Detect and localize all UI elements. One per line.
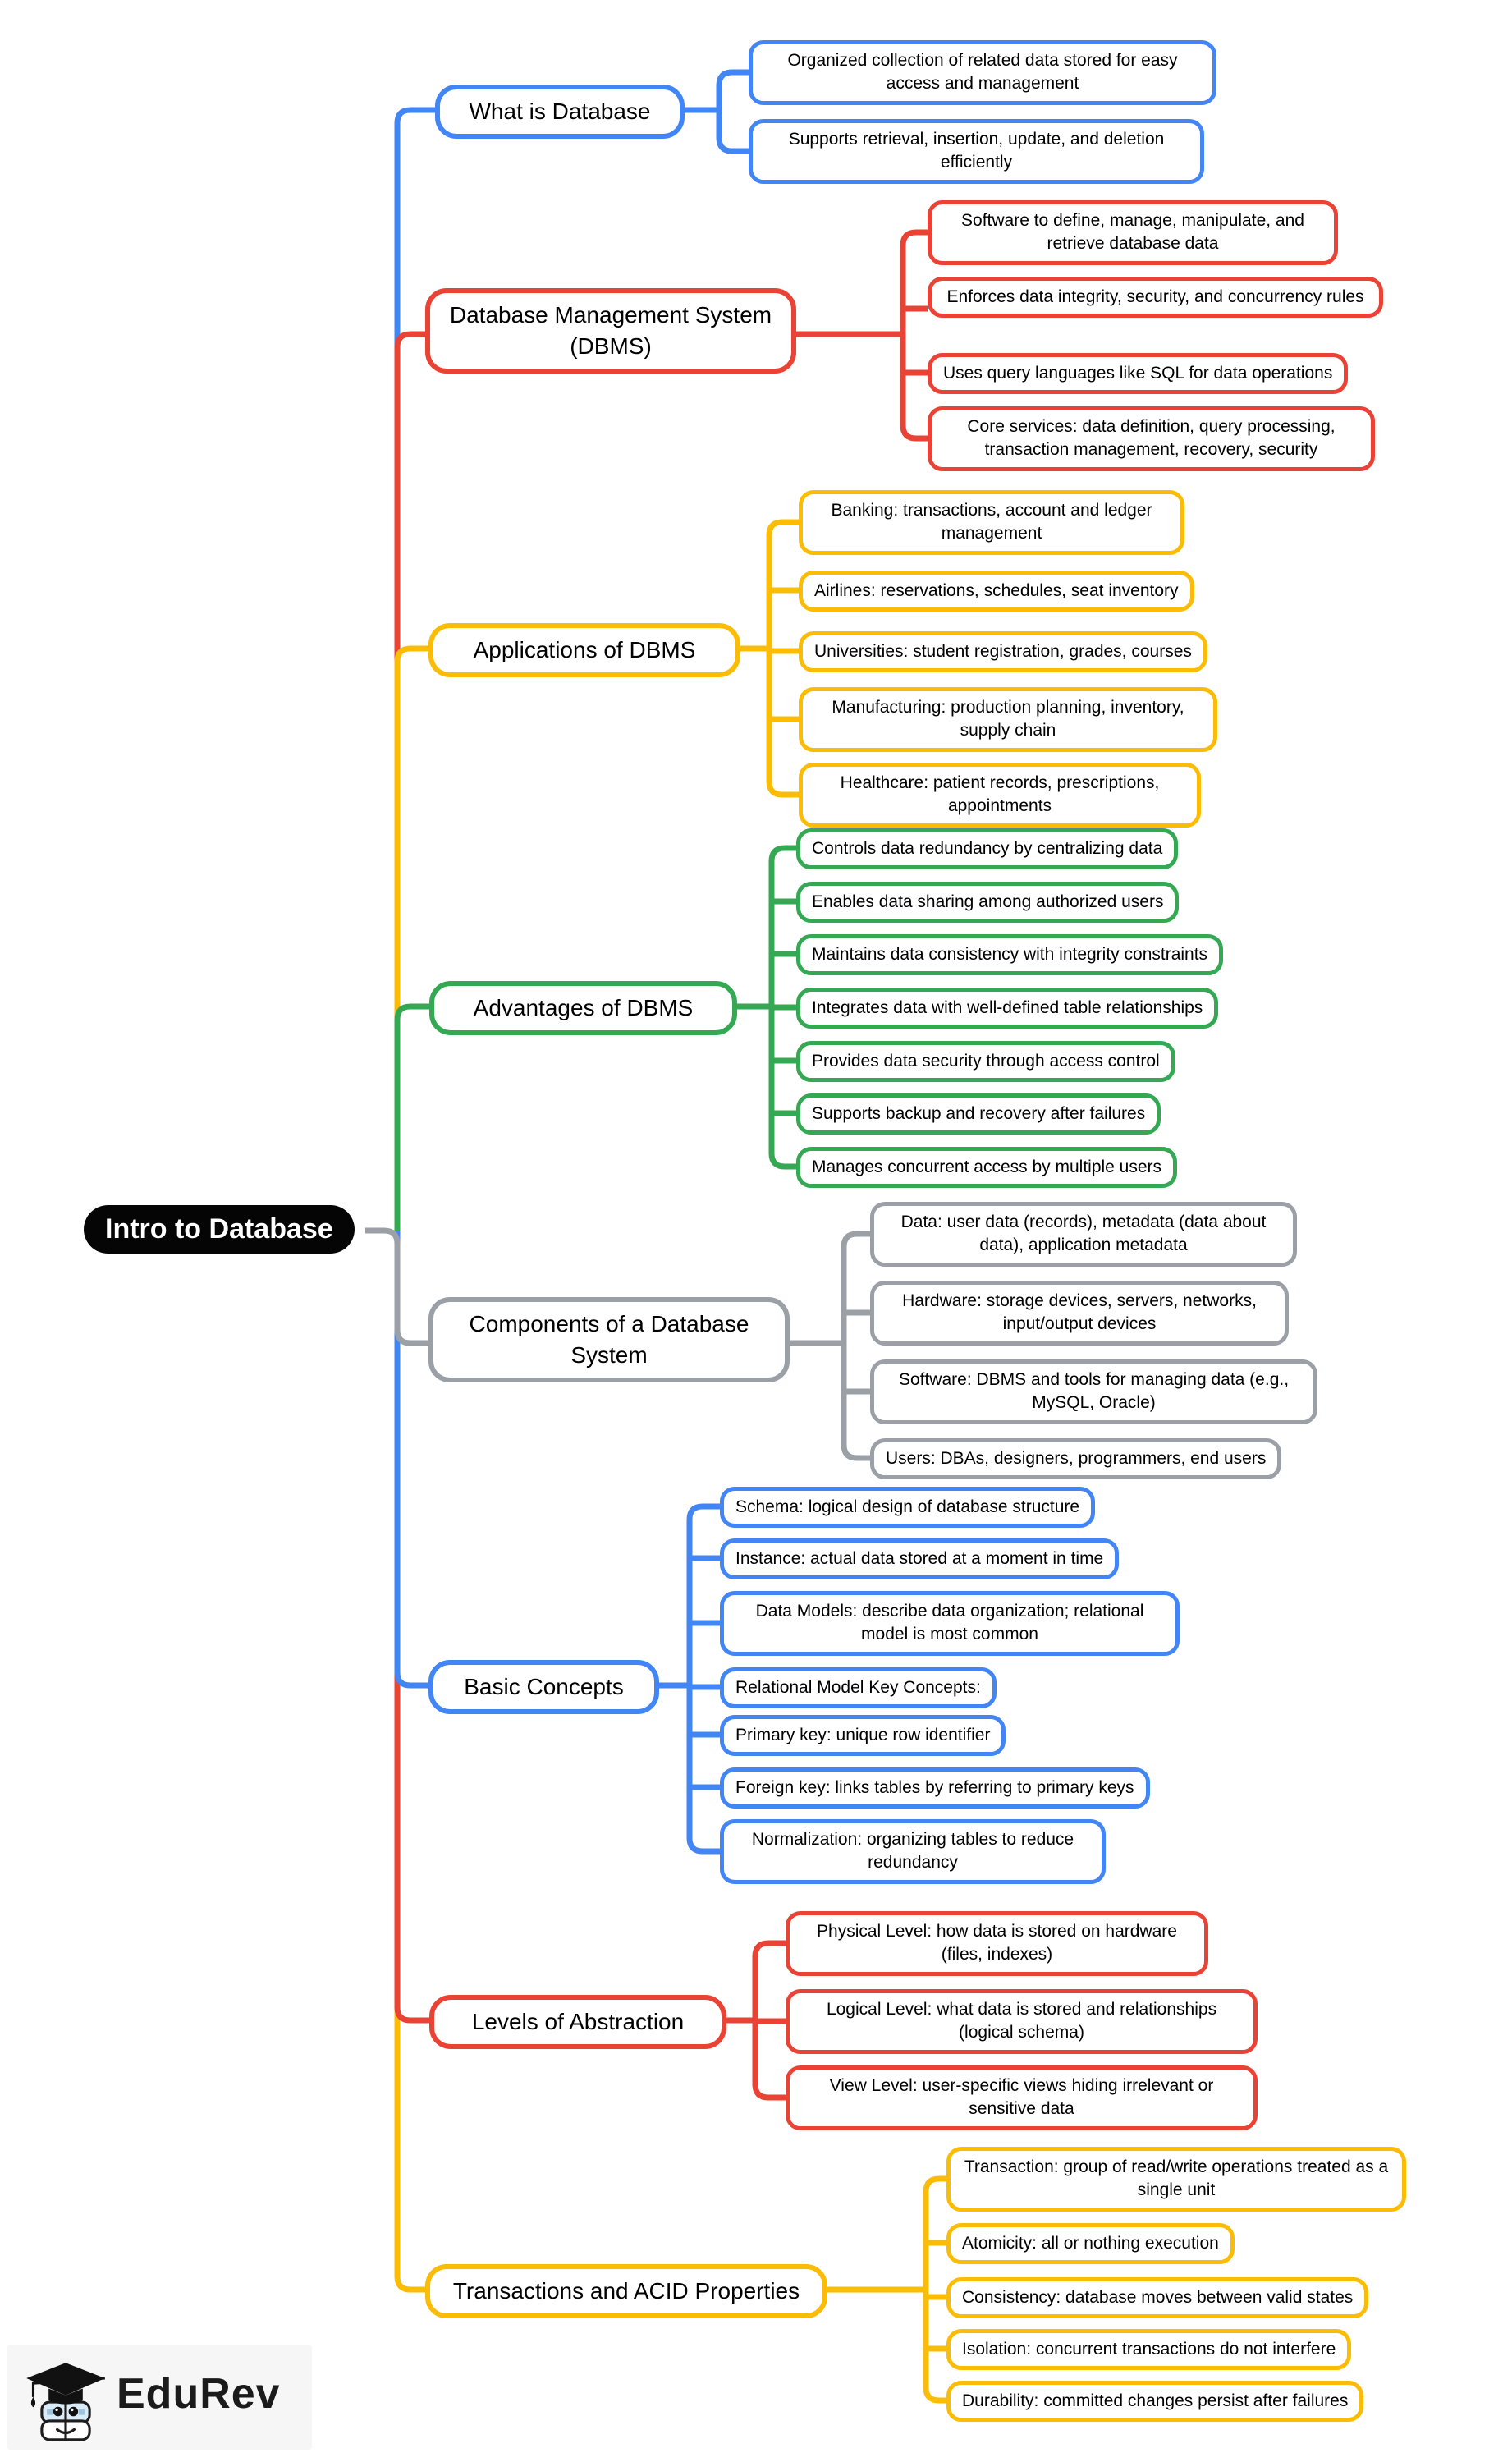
child-node: Integrates data with well-defined table … — [796, 988, 1219, 1029]
child-node: Enforces data integrity, security, and c… — [928, 277, 1383, 319]
child-node: Core services: data definition, query pr… — [928, 406, 1375, 471]
child-node: Supports backup and recovery after failu… — [796, 1093, 1161, 1135]
branch-connectors-applications — [740, 519, 799, 798]
child-node: Data Models: describe data organization;… — [720, 1591, 1180, 1656]
branch-connectors-levels — [726, 1940, 786, 2101]
child-node: Airlines: reservations, schedules, seat … — [799, 571, 1194, 612]
child-node: Primary key: unique row identifier — [720, 1715, 1006, 1757]
child-node: View Level: user-specific views hiding i… — [786, 2065, 1258, 2130]
child-node: Durability: committed changes persist af… — [946, 2381, 1364, 2423]
child-node: Consistency: database moves between vali… — [946, 2277, 1369, 2319]
root-node: Intro to Database — [84, 1205, 355, 1254]
branch-label-transactions: Transactions and ACID Properties — [425, 2264, 827, 2318]
child-node: Maintains data consistency with integrit… — [796, 934, 1224, 976]
branch-label-dbms: Database Management System (DBMS) — [425, 288, 796, 374]
child-node: Foreign key: links tables by referring t… — [720, 1767, 1150, 1809]
child-node: Supports retrieval, insertion, update, a… — [749, 119, 1204, 184]
branch-label-what-is-database: What is Database — [435, 85, 685, 139]
child-node: Provides data security through access co… — [796, 1041, 1175, 1083]
child-node: Manages concurrent access by multiple us… — [796, 1147, 1178, 1189]
child-node: Healthcare: patient records, prescriptio… — [799, 763, 1201, 828]
branch-connectors-what-is-database — [685, 69, 749, 154]
branch-connectors-transactions — [827, 2175, 946, 2404]
child-node: Logical Level: what data is stored and r… — [786, 1989, 1258, 2054]
child-node: Software: DBMS and tools for managing da… — [870, 1359, 1317, 1424]
brand-text: EduRev — [117, 2370, 281, 2418]
child-node: Controls data redundancy by centralizing… — [796, 828, 1179, 870]
child-node: Physical Level: how data is stored on ha… — [786, 1911, 1208, 1976]
branch-label-applications: Applications of DBMS — [428, 623, 740, 677]
child-node: Software to define, manage, manipulate, … — [928, 200, 1338, 265]
branch-connectors-basic-concepts — [659, 1503, 720, 1855]
child-node: Instance: actual data stored at a moment… — [720, 1538, 1120, 1580]
graduation-cap-icon — [26, 2363, 105, 2441]
child-node: Transaction: group of read/write operati… — [946, 2147, 1406, 2212]
child-node: Schema: logical design of database struc… — [720, 1487, 1096, 1529]
child-node: Normalization: organizing tables to redu… — [720, 1819, 1106, 1884]
child-node: Isolation: concurrent transactions do no… — [946, 2329, 1352, 2371]
main-trunk-connectors — [365, 107, 435, 2293]
child-node: Banking: transactions, account and ledge… — [799, 490, 1184, 555]
branch-label-levels: Levels of Abstraction — [429, 1995, 726, 2049]
branch-label-components: Components of a Database System — [428, 1297, 790, 1382]
child-node: Enables data sharing among authorized us… — [796, 882, 1180, 924]
branch-connectors-advantages — [737, 845, 796, 1170]
branch-label-advantages: Advantages of DBMS — [429, 981, 737, 1035]
child-node: Users: DBAs, designers, programmers, end… — [870, 1438, 1282, 1480]
child-node: Data: user data (records), metadata (dat… — [870, 1202, 1297, 1267]
branch-label-basic-concepts: Basic Concepts — [428, 1660, 659, 1714]
child-node: Universities: student registration, grad… — [799, 631, 1207, 673]
branch-connectors-dbms — [796, 229, 928, 442]
branch-connectors-components — [790, 1231, 870, 1461]
child-node: Relational Model Key Concepts: — [720, 1667, 997, 1709]
child-node: Hardware: storage devices, servers, netw… — [870, 1281, 1289, 1346]
child-node: Uses query languages like SQL for data o… — [928, 353, 1349, 395]
child-node: Atomicity: all or nothing execution — [946, 2223, 1235, 2265]
child-node: Manufacturing: production planning, inve… — [799, 687, 1217, 752]
child-node: Organized collection of related data sto… — [749, 40, 1216, 105]
